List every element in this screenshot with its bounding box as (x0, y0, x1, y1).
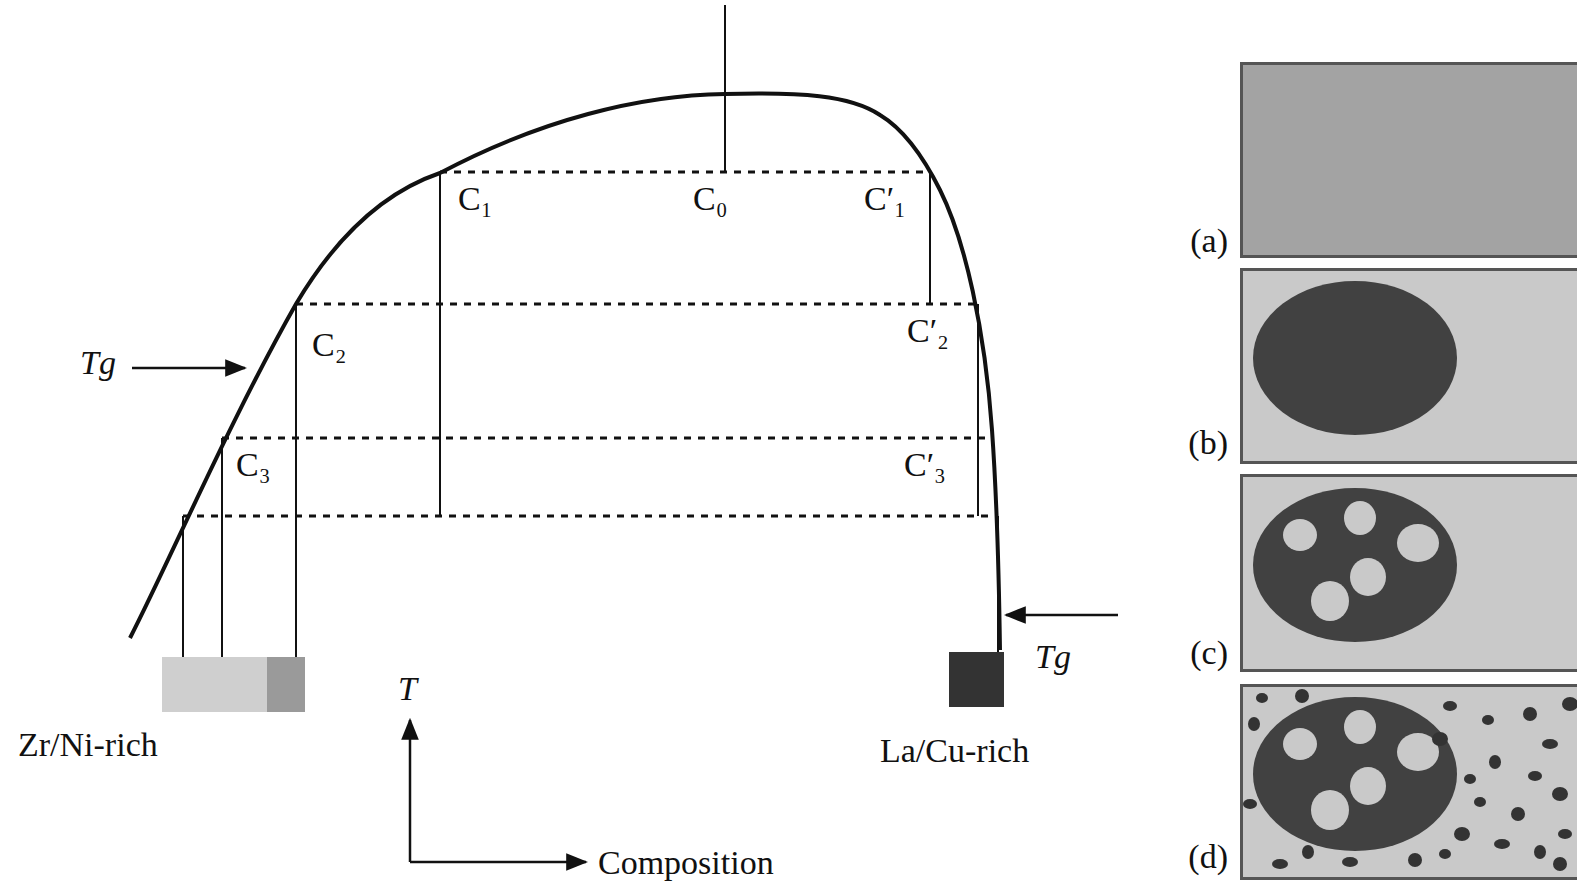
tie-line (296, 303, 978, 306)
composition-marker (724, 5, 726, 172)
drop-line (929, 172, 931, 304)
microstructure-panel: (c) (1240, 474, 1577, 672)
composition-label: C′₃ (904, 448, 946, 482)
composition-label: C′₂ (907, 314, 949, 348)
fine-droplet (1542, 739, 1558, 749)
secondary-droplet (1311, 581, 1349, 621)
panel-ground (1242, 476, 1577, 671)
tie-line (222, 437, 993, 440)
fine-droplet (1256, 693, 1268, 703)
fine-droplet (1553, 857, 1567, 871)
bar-segment (162, 657, 267, 712)
axes (409, 720, 412, 862)
tg-arrow (1006, 614, 1118, 617)
tg-arrow (132, 367, 245, 370)
panel-label: (a) (1190, 224, 1228, 258)
bar-segment (267, 657, 305, 712)
fine-droplet (1511, 807, 1525, 821)
node-outline (1240, 268, 1577, 464)
secondary-droplet (1283, 519, 1317, 551)
drop-line (439, 172, 441, 516)
secondary-droplet (1397, 524, 1439, 562)
node-outline (1240, 474, 1577, 672)
phase-label: La/Cu-rich (880, 734, 1029, 768)
la-rich-droplet (1253, 697, 1457, 851)
node-outline (162, 657, 305, 712)
composition-label: C₀ (693, 182, 728, 216)
tie-lines (183, 172, 998, 516)
drop-lines (183, 172, 998, 657)
secondary-droplet (1350, 558, 1386, 596)
fine-droplet (1408, 853, 1422, 867)
drop-line (182, 516, 184, 657)
composition-label: C₁ (458, 182, 493, 216)
panel-label: (d) (1188, 840, 1228, 874)
fine-droplet (1243, 799, 1257, 809)
drop-line (977, 304, 979, 516)
glass-transition-label: Tg (1035, 640, 1071, 674)
la-rich-droplet (1253, 488, 1457, 642)
fine-droplet (1552, 787, 1568, 801)
composition-label: C₃ (236, 448, 271, 482)
drop-line (295, 304, 297, 657)
composition-label: C′₁ (864, 182, 906, 216)
binodal-curve (130, 93, 1000, 650)
panel-ground (1242, 686, 1577, 879)
fine-droplet (1432, 732, 1448, 746)
axes (410, 861, 586, 864)
fine-droplet (1523, 707, 1537, 721)
tie-line (440, 171, 930, 174)
secondary-droplet (1344, 501, 1376, 535)
microstructure-panel: (d) (1240, 684, 1577, 880)
panel-ground (1242, 270, 1577, 463)
fine-droplet (1439, 849, 1451, 859)
composition-bar: Zr/Ni-rich (162, 657, 305, 712)
fine-droplet (1489, 755, 1501, 769)
fine-droplet (1528, 771, 1542, 781)
secondary-droplet (1350, 767, 1386, 805)
secondary-droplet (1283, 728, 1317, 760)
secondary-droplet (1344, 710, 1376, 744)
composition-label: C₂ (312, 328, 347, 362)
drop-line (221, 438, 223, 657)
node-outline (1240, 62, 1577, 258)
fine-droplet (1558, 829, 1572, 839)
panel-ground (1242, 64, 1577, 257)
axis-label: Composition (598, 846, 774, 880)
microstructure-panel: (b) (1240, 268, 1577, 464)
microstructure-panel: (a) (1240, 62, 1577, 258)
glass-transition-label: Tg (80, 346, 116, 380)
fine-droplet (1482, 715, 1494, 725)
node-outline (1240, 684, 1577, 880)
panel-label: (b) (1188, 426, 1228, 460)
phase-label: Zr/Ni-rich (18, 728, 158, 762)
fine-droplet (1342, 857, 1358, 867)
fine-droplet (1454, 827, 1470, 841)
fine-droplet (1302, 845, 1314, 859)
axis-label: T (398, 672, 417, 706)
fine-droplet (1295, 689, 1309, 703)
la-rich-droplet (1253, 281, 1457, 435)
node-outline (949, 652, 1004, 707)
fine-droplet (1464, 774, 1476, 784)
fine-droplet (1494, 839, 1510, 849)
fine-droplet (1474, 797, 1486, 807)
fine-droplet (1562, 697, 1577, 711)
swatch-fill (949, 652, 1004, 707)
secondary-droplet (1311, 790, 1349, 830)
composition-swatch: La/Cu-rich (949, 652, 1004, 707)
panel-label: (c) (1190, 636, 1228, 670)
drop-line (997, 516, 999, 652)
fine-droplet (1248, 717, 1260, 731)
fine-droplet (1443, 701, 1457, 711)
fine-droplet (1534, 845, 1546, 859)
fine-droplet (1272, 859, 1288, 869)
tie-line (183, 515, 998, 518)
